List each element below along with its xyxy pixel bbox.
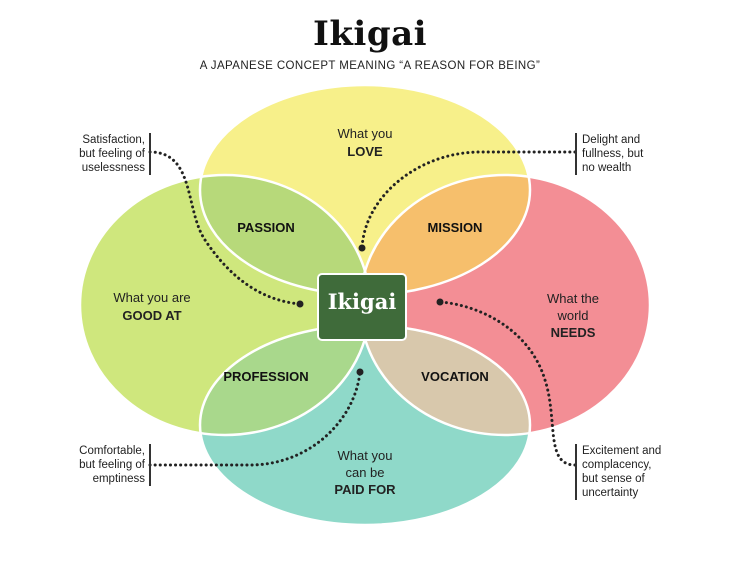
page-title: Ikigai [312,14,428,54]
label-good-at-bold: GOOD AT [122,308,181,323]
annotation-top-right-line3: no wealth [582,162,632,174]
bracket-top-left [149,133,151,175]
overlap-profession [200,325,370,435]
ikigai-center-box [317,273,407,341]
label-paid-for-bold: PAID FOR [334,482,396,497]
bracket-top-right [575,133,577,175]
annotation-top-left: Satisfaction, but feeling of uselessness [30,133,145,175]
connector-bottom-right [438,300,577,467]
label-mission: MISSION [428,220,483,235]
connector-top-left [148,150,302,306]
label-needs-line2: world [556,308,588,323]
annotation-top-left-line1: Satisfaction, [82,134,145,146]
label-paid-for-line2: can be [345,465,384,480]
annotation-bottom-right-line3: but sense of [582,473,645,485]
overlap-passion [200,175,370,295]
annotation-bottom-right-line2: complacency, [582,459,652,471]
annotation-top-right-line1: Delight and [582,134,641,146]
annotation-bottom-left-line2: but feeling of [79,459,145,471]
label-ikigai-center: Ikigai [328,289,397,314]
overlap-vocation [360,325,530,435]
annotation-top-left-line2: but feeling of [79,148,145,160]
page-subtitle: A JAPANESE CONCEPT MEANING “A REASON FOR… [199,60,541,72]
annotation-bottom-right: Excitement and complacency, but sense of… [582,444,697,500]
annotation-top-right-line2: fullness, but [582,148,644,160]
annotation-top-left-line3: uselessness [81,162,145,174]
connector-bottom-left [148,370,362,467]
label-profession: PROFESSION [223,369,308,384]
label-love-bold: LOVE [347,144,383,159]
label-needs-line1: What the [547,291,599,306]
annotation-bottom-left-line3: emptiness [92,473,145,485]
annotation-top-right: Delight and fullness, but no wealth [582,133,697,175]
annotation-bottom-left-line1: Comfortable, [79,445,145,457]
bracket-bottom-left [149,444,151,486]
label-needs-bold: NEEDS [551,325,596,340]
connector-top-right [360,150,577,250]
label-paid-for-line1: What you [338,448,393,463]
label-good-at-line1: What you are [113,290,190,305]
annotation-bottom-left: Comfortable, but feeling of emptiness [30,444,145,486]
label-love-line1: What you [338,126,393,141]
annotation-bottom-right-line1: Excitement and [582,445,662,457]
overlap-mission [360,175,530,295]
label-passion: PASSION [237,220,295,235]
label-vocation: VOCATION [421,369,489,384]
bracket-bottom-right [575,444,577,500]
annotation-bottom-right-line4: uncertainty [582,487,639,499]
